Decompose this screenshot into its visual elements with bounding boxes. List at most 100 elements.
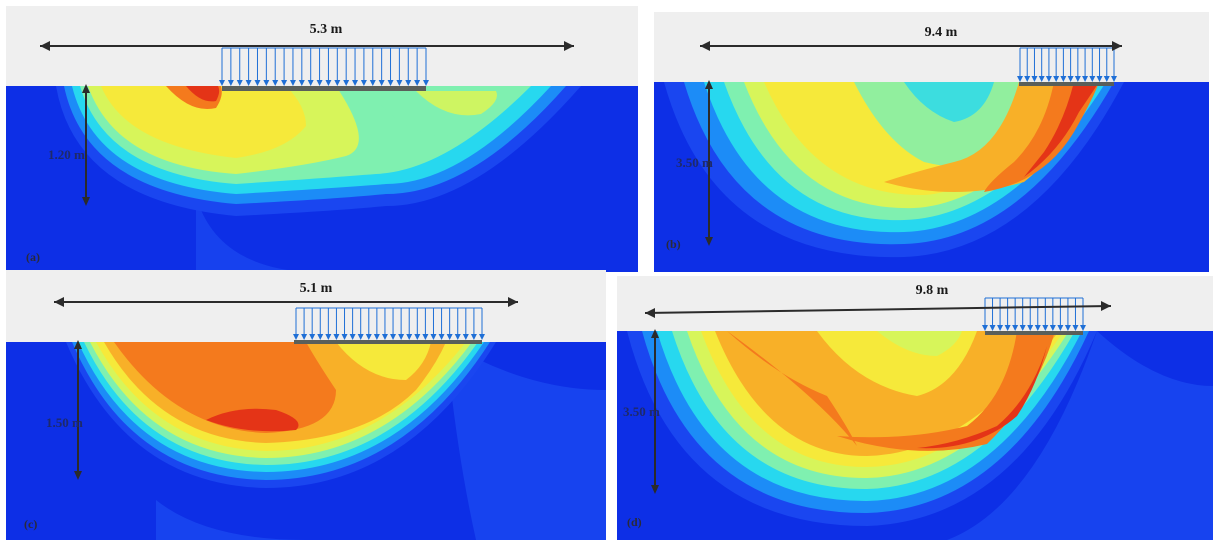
panel-tag: (c) [24, 517, 37, 531]
panel-tag: (b) [666, 237, 681, 251]
load-arrowhead [349, 334, 356, 340]
load-arrowhead [254, 80, 261, 86]
load-arrowhead [1045, 76, 1052, 82]
contour-band-9 [1024, 82, 1099, 177]
load-arrowhead [352, 80, 359, 86]
load-arrowhead [1103, 76, 1110, 82]
load-arrowhead [1031, 76, 1038, 82]
load-arrowhead [357, 334, 364, 340]
load-arrowhead [405, 80, 412, 86]
load-arrowhead [438, 334, 445, 340]
load-arrowhead [1017, 76, 1023, 82]
load-arrowhead [1074, 76, 1081, 82]
load-arrowhead [1019, 325, 1026, 331]
load-arrowhead [1038, 76, 1045, 82]
load-arrowhead [989, 325, 996, 331]
load-arrowhead [298, 80, 305, 86]
load-arrowhead [307, 80, 314, 86]
contour-band-8 [837, 331, 1055, 451]
load-arrowhead [1034, 325, 1041, 331]
load-arrowhead [390, 334, 397, 340]
load-arrowhead [1004, 325, 1011, 331]
footing [294, 340, 482, 344]
load-arrows [982, 297, 1086, 331]
load-arrows [219, 47, 429, 86]
load-arrowhead [446, 334, 453, 340]
load-arrowhead [381, 334, 388, 340]
load-arrowhead [414, 80, 421, 86]
load-arrowhead [479, 334, 485, 340]
load-arrowhead [316, 80, 323, 86]
load-arrowhead [373, 334, 380, 340]
load-arrowhead [333, 334, 340, 340]
load-arrowhead [1072, 325, 1079, 331]
load-arrowhead [301, 334, 308, 340]
load-arrowhead [997, 325, 1004, 331]
load-arrowhead [272, 80, 279, 86]
load-arrows [293, 307, 485, 340]
load-arrowhead [398, 334, 405, 340]
load-arrowhead [378, 80, 385, 86]
load-arrowhead [423, 80, 429, 86]
depth-label: 1.20 m [48, 147, 85, 162]
panel-a: 5.3 m 1.20 m (a) [6, 6, 638, 272]
contour-band-8 [114, 342, 336, 433]
load-arrowhead [236, 80, 243, 86]
load-arrowhead [1111, 76, 1117, 82]
load-arrowhead [1082, 76, 1089, 82]
width-label: 9.4 m [925, 25, 958, 40]
load-arrowhead [982, 325, 988, 331]
load-arrowhead [1080, 325, 1086, 331]
width-dimension-line [644, 305, 1112, 314]
load-arrowhead [341, 334, 348, 340]
load-arrowhead [227, 80, 234, 86]
load-arrowhead [1053, 76, 1060, 82]
load-arrowhead [1096, 76, 1103, 82]
load-arrowhead [1042, 325, 1049, 331]
width-label: 9.8 m [916, 283, 949, 298]
footing [1019, 82, 1114, 86]
load-arrows [1017, 47, 1117, 82]
depth-label: 1.50 m [46, 415, 83, 430]
load-arrowhead [1049, 325, 1056, 331]
air-region [6, 270, 606, 342]
load-arrowhead [334, 80, 341, 86]
load-arrowhead [369, 80, 376, 86]
width-label: 5.3 m [310, 22, 343, 37]
load-arrowhead [289, 80, 296, 86]
air-region [617, 276, 1213, 331]
depth-label: 3.50 m [676, 155, 713, 170]
load-arrowhead [245, 80, 252, 86]
load-arrowhead [219, 80, 225, 86]
load-arrowhead [325, 334, 332, 340]
load-arrowhead [396, 80, 403, 86]
load-arrowhead [414, 334, 421, 340]
panel-b: 9.4 m 3.50 m (b) [654, 12, 1209, 272]
load-arrowhead [454, 334, 461, 340]
load-arrowhead [470, 334, 477, 340]
load-arrowhead [293, 334, 299, 340]
load-arrowhead [1064, 325, 1071, 331]
load-arrowhead [1027, 325, 1034, 331]
load-arrowhead [406, 334, 413, 340]
load-arrowhead [1057, 325, 1064, 331]
panel-d-contour-plot: 9.8 m 3.50 m (d) [617, 276, 1213, 540]
load-arrowhead [387, 80, 394, 86]
load-arrowhead [1012, 325, 1019, 331]
load-arrowhead [1067, 76, 1074, 82]
load-arrowhead [430, 334, 437, 340]
load-arrowhead [1060, 76, 1067, 82]
load-arrowhead [343, 80, 350, 86]
load-arrowhead [422, 334, 429, 340]
load-arrowhead [317, 334, 324, 340]
load-arrowhead [462, 334, 469, 340]
load-arrowhead [325, 80, 332, 86]
width-label: 5.1 m [300, 281, 333, 296]
contour-band-7 [715, 331, 1059, 456]
panel-tag: (a) [26, 250, 40, 264]
footing [222, 86, 426, 91]
load-arrowhead [263, 80, 270, 86]
load-arrowhead [281, 80, 288, 86]
load-arrowhead [1024, 76, 1031, 82]
depth-label: 3.50 m [623, 404, 660, 419]
